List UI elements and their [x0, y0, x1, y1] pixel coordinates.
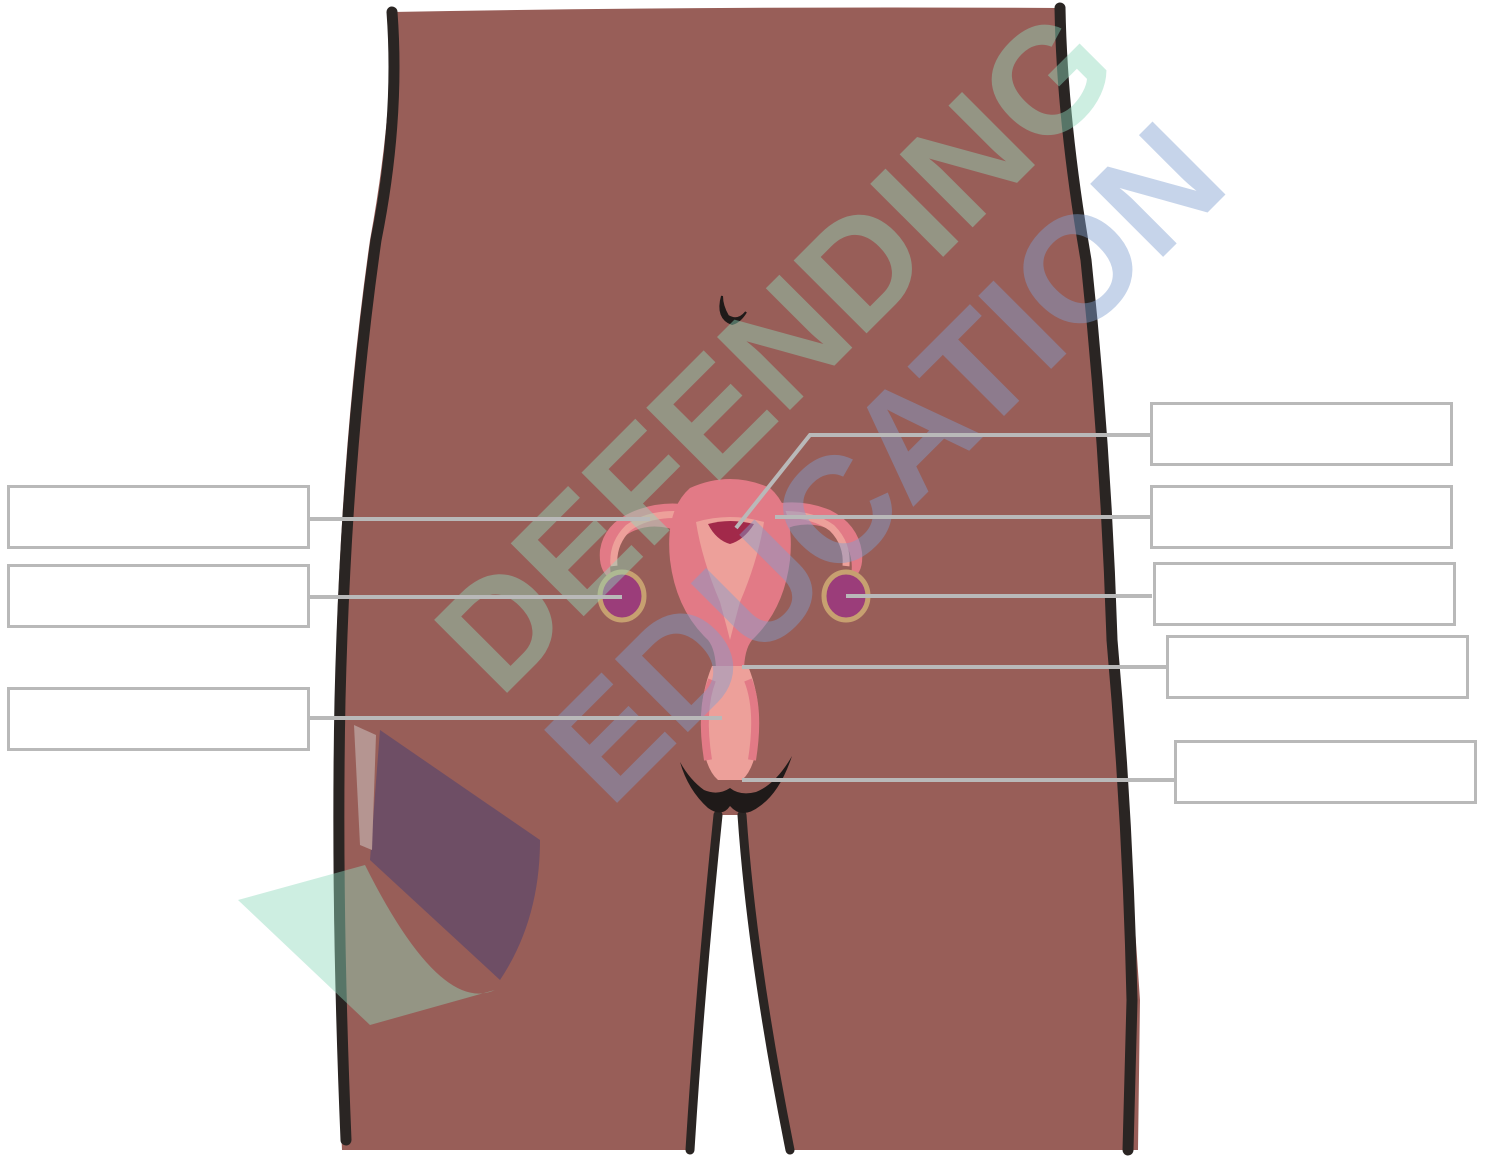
label-box-uterine-cavity[interactable] — [1150, 402, 1453, 466]
label-text-vaginal-opening — [1177, 743, 1474, 779]
label-text-cervix — [1169, 638, 1466, 674]
label-box-left-ovary[interactable] — [7, 564, 310, 628]
label-text-left-ovary — [10, 567, 307, 603]
label-box-vaginal-opening[interactable] — [1174, 740, 1477, 804]
label-box-right-ovary[interactable] — [1153, 562, 1456, 626]
label-box-uterus-wall[interactable] — [1150, 485, 1453, 549]
label-box-vagina[interactable] — [7, 687, 310, 751]
label-text-vagina — [10, 690, 307, 726]
label-box-fallopian-tube[interactable] — [7, 485, 310, 549]
label-text-uterine-cavity — [1153, 405, 1450, 441]
label-text-uterus-wall — [1153, 488, 1450, 524]
label-text-fallopian-tube — [10, 488, 307, 524]
label-text-right-ovary — [1156, 565, 1453, 601]
label-box-cervix[interactable] — [1166, 635, 1469, 699]
